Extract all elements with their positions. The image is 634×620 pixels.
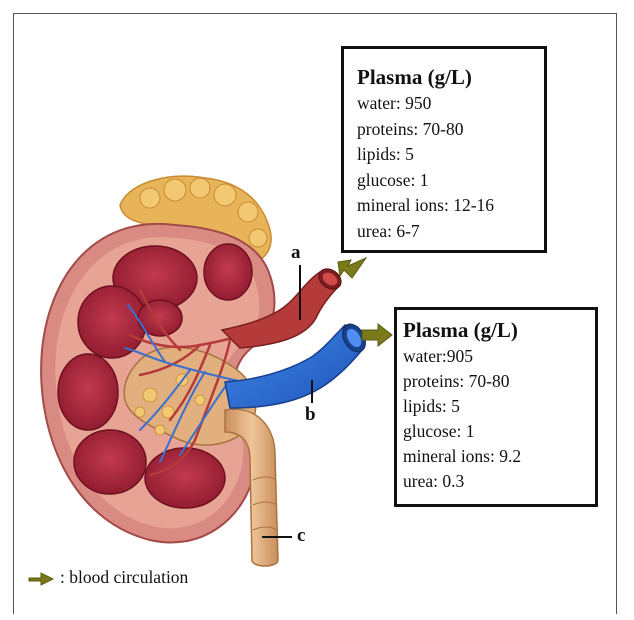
box-b-row: glucose: 1 [403,419,589,444]
legend: : blood circulation [26,565,188,589]
olive-arrow-icon [362,324,392,346]
box-b-row: lipids: 5 [403,394,589,419]
box-b-row: mineral ions: 9.2 [403,444,589,469]
box-a-title: Plasma (g/L) [357,63,534,91]
plasma-box-vein: Plasma (g/L) water:905 proteins: 70-80 l… [394,307,598,507]
box-a-row: lipids: 5 [357,142,534,168]
box-b-title: Plasma (g/L) [403,316,589,344]
box-b-row: water:905 [403,344,589,369]
label-b: b [305,404,316,426]
box-b-row: urea: 0.3 [403,469,589,494]
label-c: c [297,525,305,547]
box-b-row: proteins: 70-80 [403,369,589,394]
box-a-row: mineral ions: 12-16 [357,193,534,219]
box-a-row: glucose: 1 [357,168,534,194]
box-a-row: water: 950 [357,91,534,117]
legend-text: : blood circulation [60,567,188,588]
box-a-row: urea: 6-7 [357,219,534,245]
label-a: a [291,242,301,264]
plasma-box-artery: Plasma (g/L) water: 950 proteins: 70-80 … [341,46,547,253]
olive-arrow-icon [338,258,366,278]
box-a-row: proteins: 70-80 [357,117,534,143]
